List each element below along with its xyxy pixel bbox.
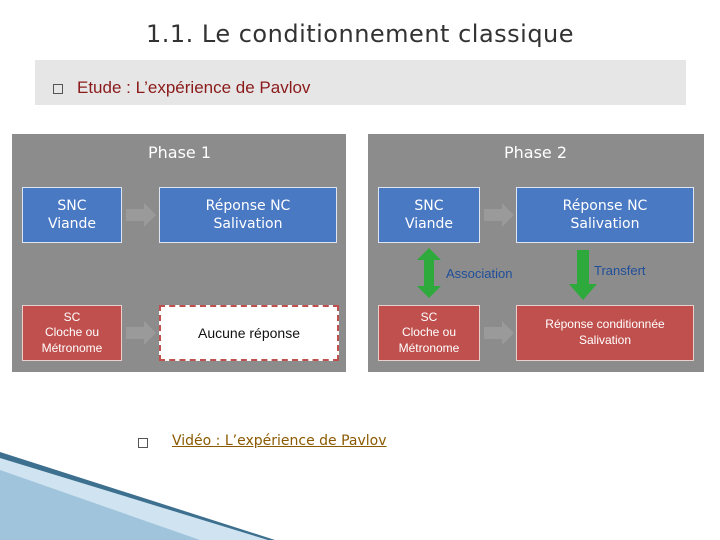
phase2-top-arrow-icon: [484, 203, 514, 227]
decorative-stripes-icon: [0, 452, 275, 540]
phase2-snc-box: SNC Viande: [378, 187, 480, 243]
transfer-arrow-icon: [569, 250, 597, 300]
video-link[interactable]: Vidéo : L’expérience de Pavlov: [172, 433, 387, 449]
phase1-snc-box: SNC Viande: [22, 187, 122, 243]
phase2-bottom-arrow-icon: [484, 321, 514, 345]
phase1-label: Phase 1: [148, 143, 212, 162]
subtitle-bar: Etude : L’expérience de Pavlov: [35, 60, 686, 105]
phase1-sc-box: SC Cloche ou Métronome: [22, 305, 122, 361]
phase2-rnc-box: Réponse NC Salivation: [516, 187, 694, 243]
phase1-top-arrow-icon: [126, 203, 156, 227]
phase1-bottom-arrow-icon: [126, 321, 156, 345]
phase1-rnc-box: Réponse NC Salivation: [159, 187, 337, 243]
transfer-label: Transfert: [594, 263, 646, 278]
phase2-sc-box: SC Cloche ou Métronome: [378, 305, 480, 361]
phase1-no-response-box: Aucune réponse: [159, 305, 339, 361]
association-label: Association: [446, 266, 513, 281]
bullet-icon: [53, 84, 63, 94]
phase2-conditioned-box: Réponse conditionnée Salivation: [516, 305, 694, 361]
phase2-label: Phase 2: [504, 143, 568, 162]
video-bullet-icon: [138, 438, 148, 448]
page-title: 1.1. Le conditionnement classique: [145, 20, 575, 48]
association-double-arrow-icon: [417, 248, 441, 298]
subtitle-text: Etude : L’expérience de Pavlov: [77, 78, 311, 97]
